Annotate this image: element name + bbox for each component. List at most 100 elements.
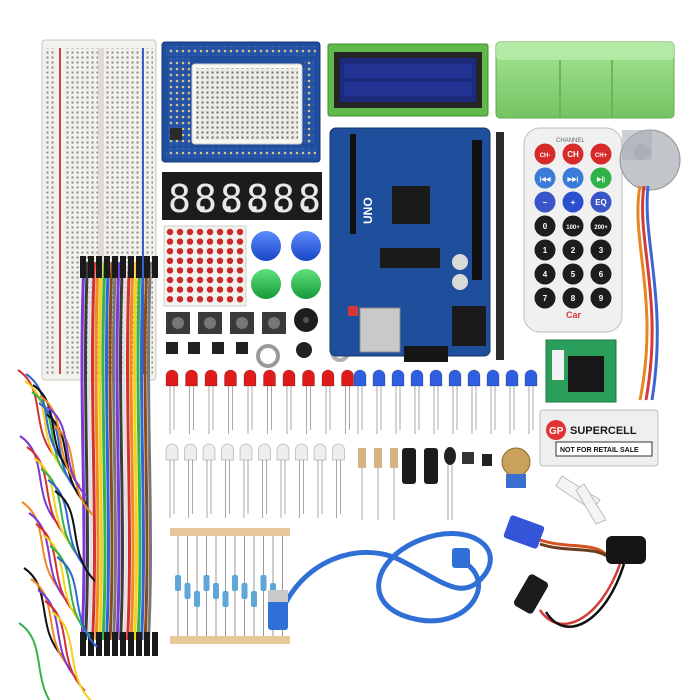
matrix-dot <box>186 257 194 264</box>
jumper-wire <box>105 261 110 641</box>
matrix-dot <box>166 248 174 255</box>
jumper-wire <box>32 384 74 476</box>
led <box>295 443 308 461</box>
matrix-dot <box>186 238 194 245</box>
matrix-dot <box>216 276 224 284</box>
matrix-dot <box>186 248 194 255</box>
dupont-header <box>144 256 150 278</box>
led <box>505 369 519 387</box>
remote-button <box>590 167 612 189</box>
jumper-wire <box>33 457 75 549</box>
matrix-dot <box>206 296 214 303</box>
jumper-wire <box>108 261 114 641</box>
matrix-dot <box>176 296 184 303</box>
remote-brand: Car <box>566 310 582 320</box>
matrix-dot <box>216 248 224 255</box>
led <box>332 443 345 461</box>
remote-button-label: |◀◀ <box>540 176 551 183</box>
led <box>372 369 386 387</box>
led <box>486 369 500 387</box>
battery-brand: GP <box>549 426 564 437</box>
led <box>276 443 290 461</box>
potentiometer <box>501 447 531 488</box>
dupont-header <box>80 256 86 278</box>
matrix-dot <box>186 296 194 303</box>
jumper-wire <box>129 261 135 641</box>
jumper-wire <box>133 261 138 641</box>
led <box>353 369 367 387</box>
matrix-dot <box>176 286 184 293</box>
jumper-wire <box>98 261 103 641</box>
matrix-dot <box>196 257 204 264</box>
remote-button <box>590 239 612 261</box>
remote-button-label: 9 <box>599 294 604 303</box>
jumper-wire <box>38 402 80 494</box>
matrix-dot <box>236 267 244 274</box>
matrix-dot <box>206 228 214 236</box>
jumper-wire <box>18 622 51 700</box>
led <box>391 369 405 387</box>
dupont-header <box>152 632 158 656</box>
matrix-dot <box>216 257 224 264</box>
usb-cable <box>268 531 493 630</box>
blue-leds <box>353 369 538 434</box>
remote-button-label: CH <box>567 150 579 159</box>
matrix-dot <box>166 276 174 284</box>
jumper-wire <box>40 468 82 560</box>
remote-button <box>562 167 584 189</box>
jumper-wire <box>87 261 93 641</box>
matrix-dot <box>226 238 234 245</box>
matrix-dot <box>216 238 224 245</box>
remote-button <box>534 191 556 213</box>
jumper-wire <box>42 534 84 626</box>
led <box>429 369 443 387</box>
remote-button <box>534 143 556 165</box>
matrix-dot <box>206 238 214 245</box>
jumper-wire <box>101 261 107 641</box>
remote-button <box>562 191 584 213</box>
remote-button <box>590 191 612 213</box>
matrix-dot <box>226 296 234 303</box>
dupont-header <box>136 632 142 656</box>
jumper-wire <box>51 611 92 700</box>
matrix-dot <box>166 238 174 245</box>
dupont-header <box>96 632 102 656</box>
remote-button-label: CH- <box>540 153 551 159</box>
remote-button <box>590 215 612 237</box>
remote-button-label: 4 <box>543 270 548 279</box>
matrix-dot <box>206 286 214 293</box>
matrix-dot <box>216 296 224 303</box>
resistor <box>194 591 200 607</box>
jumper-wire <box>122 261 128 641</box>
remote-button-label: 5 <box>571 270 576 279</box>
jumper-wire <box>35 523 77 615</box>
matrix-dot <box>196 248 204 255</box>
remote-button-label: 6 <box>599 270 604 279</box>
stepper-motor <box>619 129 681 401</box>
remote-button-label: 0 <box>543 222 548 231</box>
jumper-wire <box>24 380 66 472</box>
remote-button <box>534 263 556 285</box>
jumper-wire <box>23 567 65 659</box>
matrix-dot <box>206 267 214 274</box>
resistor <box>222 591 229 607</box>
segment-digit: 8. <box>246 177 292 221</box>
matrix-dot <box>186 286 194 293</box>
jumper-wire <box>37 589 79 681</box>
resistor <box>260 575 267 591</box>
dupont-header <box>120 256 126 278</box>
remote-button <box>562 215 584 237</box>
battery-clip <box>513 536 646 628</box>
led <box>282 369 296 387</box>
jumper-wire <box>91 261 96 641</box>
matrix-dot <box>176 267 184 274</box>
resistor <box>184 583 191 599</box>
remote-button-label: EQ <box>595 198 607 207</box>
matrix-dot <box>196 296 204 303</box>
remote-button <box>534 215 556 237</box>
dupont-header <box>136 256 142 278</box>
matrix-dot <box>196 267 204 274</box>
matrix-dot <box>236 228 244 236</box>
resistor <box>232 575 238 591</box>
